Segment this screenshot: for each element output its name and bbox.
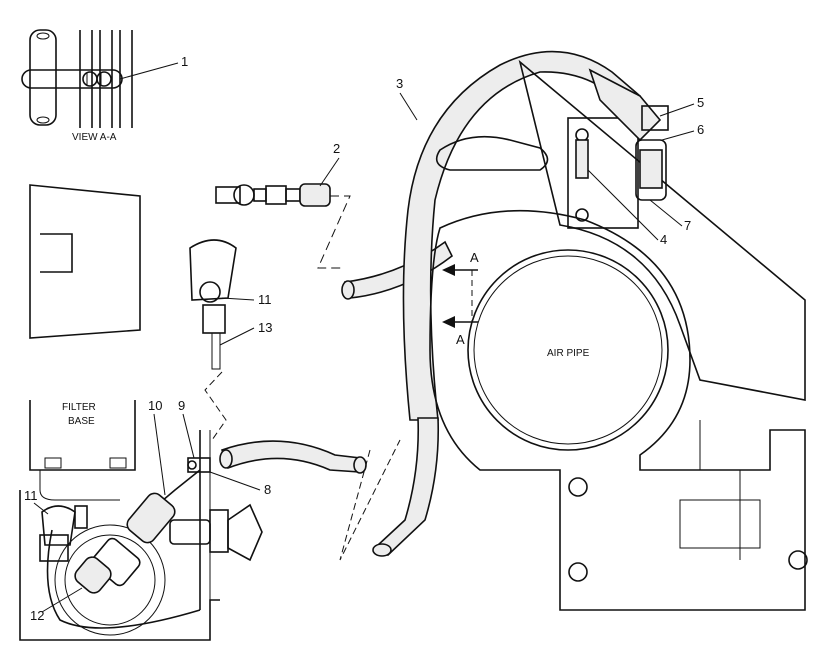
- mounting-plate: [29, 184, 141, 339]
- air-pipe: [467, 249, 669, 451]
- filter-base-label-line2: BASE: [68, 416, 95, 427]
- fitting-assembly-2: [215, 183, 351, 269]
- callout-3: 3: [396, 76, 403, 91]
- air-pipe-label: AIR PIPE: [547, 348, 590, 359]
- callout-13: 13: [258, 320, 272, 335]
- elbow-fitting-11-lower: [39, 505, 88, 562]
- callout-10: 10: [148, 398, 162, 413]
- callout-11-upper: 11: [258, 292, 272, 307]
- callout-6: 6: [697, 122, 704, 137]
- callout-4: 4: [660, 232, 667, 247]
- engine-housing: [429, 59, 806, 611]
- callout-11-lower: 11: [24, 488, 38, 503]
- hose-3: [372, 50, 642, 557]
- hose-lower: [219, 439, 401, 561]
- section-label-a-bottom: A: [456, 332, 465, 347]
- housing-bolts: [568, 128, 808, 582]
- clip-8-9: [187, 457, 211, 473]
- section-label-a-top: A: [470, 250, 479, 265]
- callout-12: 12: [30, 608, 44, 623]
- elbow-fitting-11-upper: [189, 239, 237, 441]
- callout-2: 2: [333, 141, 340, 156]
- callout-9: 9: [178, 398, 185, 413]
- filter-base-label-line1: FILTER: [62, 402, 96, 413]
- section-arrows: [442, 264, 478, 328]
- callout-1: 1: [181, 54, 188, 69]
- callout-7: 7: [684, 218, 691, 233]
- tube-assembly-10: [46, 469, 201, 629]
- callout-5: 5: [697, 95, 704, 110]
- filter-base: [19, 400, 263, 641]
- view-a-a-detail: [21, 29, 179, 128]
- callout-8: 8: [264, 482, 271, 497]
- bracket-assembly: [567, 68, 669, 229]
- view-a-a-label: VIEW A-A: [72, 132, 117, 143]
